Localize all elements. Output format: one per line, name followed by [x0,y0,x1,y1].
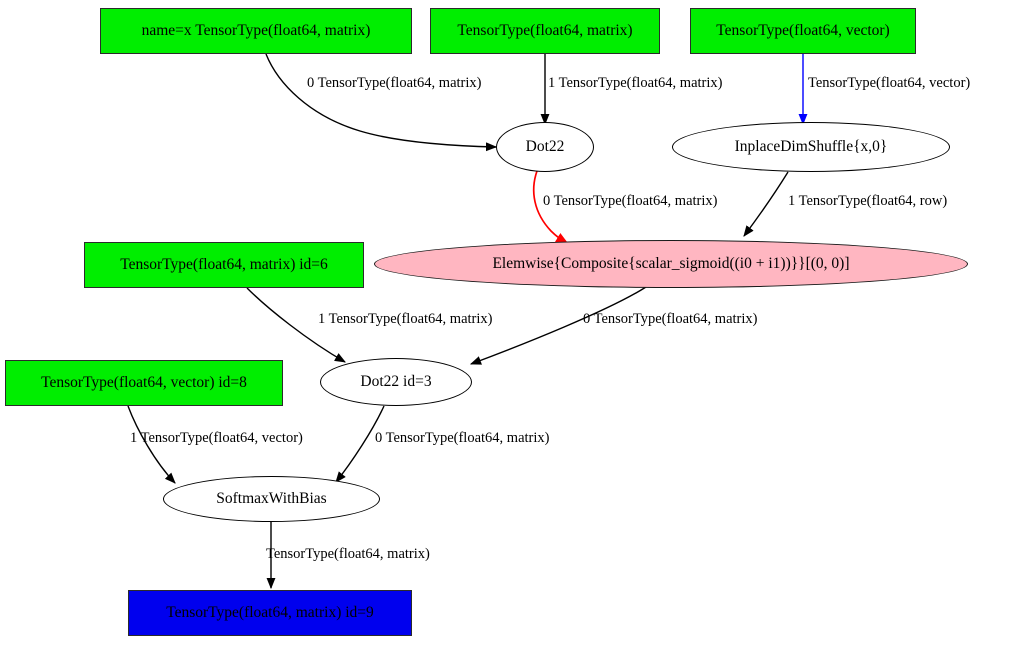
edge-label-dot22_id3-to-softmax: 0 TensorType(float64, matrix) [375,430,550,446]
edge-label-softmax-to-out: TensorType(float64, matrix) [266,546,430,562]
edge-label-in_w1-to-dot22: 1 TensorType(float64, matrix) [548,75,723,91]
edge-label-in_w2-to-dot22_id3: 1 TensorType(float64, matrix) [318,311,493,327]
edge-label-dot22-to-elemwise: 0 TensorType(float64, matrix) [543,193,718,209]
edge-label-in_b1-to-dimshuffle: TensorType(float64, vector) [808,75,971,91]
node-label: TensorType(float64, vector) id=8 [41,373,247,391]
node-label: TensorType(float64, matrix) id=6 [120,255,328,273]
node-label: TensorType(float64, matrix) id=9 [166,603,374,621]
node-label: InplaceDimShuffle{x,0} [734,137,888,155]
node-elemwise-composite-sigmoid[interactable]: Elemwise{Composite{scalar_sigmoid((i0 + … [374,240,968,288]
node-label: TensorType(float64, vector) [716,21,890,39]
node-label: TensorType(float64, matrix) [457,21,633,39]
node-inplace-dimshuffle[interactable]: InplaceDimShuffle{x,0} [672,122,950,172]
node-output[interactable]: TensorType(float64, matrix) id=9 [128,590,412,636]
edge-label-dimshuffle-to-elemwise: 1 TensorType(float64, row) [788,193,948,209]
edge-dimshuffle-to-elemwise [743,171,789,237]
node-label: Dot22 [525,137,565,155]
node-input-weights-2[interactable]: TensorType(float64, matrix) id=6 [84,242,364,288]
node-input-x[interactable]: name=x TensorType(float64, matrix) [100,8,412,54]
node-label: name=x TensorType(float64, matrix) [141,21,371,39]
edge-in_x-to-dot22 [265,53,498,152]
node-input-bias-1[interactable]: TensorType(float64, vector) [690,8,916,54]
node-label: SoftmaxWithBias [216,489,327,507]
edge-label-elemwise-to-dot22_id3: 0 TensorType(float64, matrix) [583,311,758,327]
node-softmax-with-bias[interactable]: SoftmaxWithBias [163,476,380,522]
edge-label-in_x-to-dot22: 0 TensorType(float64, matrix) [307,75,482,91]
node-dot22[interactable]: Dot22 [496,122,594,172]
node-label: Elemwise{Composite{scalar_sigmoid((i0 + … [492,254,850,272]
node-input-bias-2[interactable]: TensorType(float64, vector) id=8 [5,360,283,406]
node-label: Dot22 id=3 [360,372,432,390]
node-dot22-id3[interactable]: Dot22 id=3 [320,358,472,406]
edge-label-in_b2-to-softmax: 1 TensorType(float64, vector) [130,430,303,446]
node-input-weights-1[interactable]: TensorType(float64, matrix) [430,8,660,54]
